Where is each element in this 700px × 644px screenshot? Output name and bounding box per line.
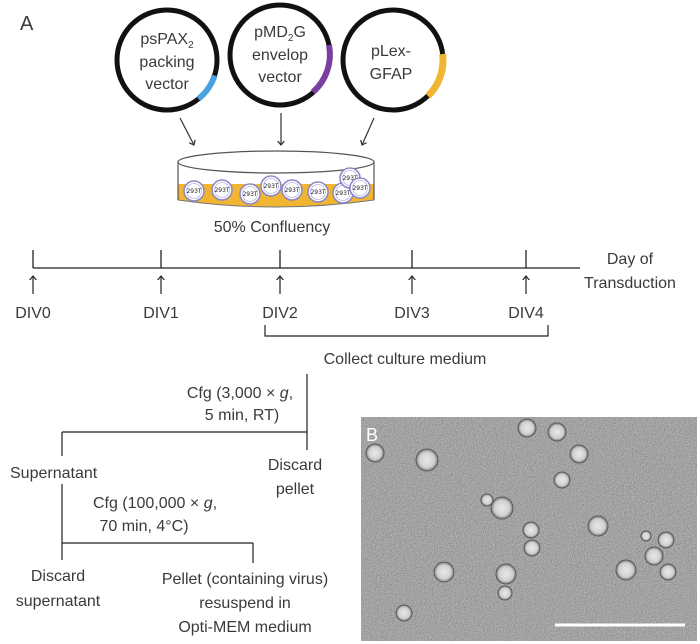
cell-label: 293T <box>214 187 229 194</box>
cell-label: 293T <box>335 190 350 197</box>
centrifuge-step-2-conditions: 70 min, 4°C) <box>99 518 188 535</box>
plasmid-desc-1: packing <box>139 54 194 71</box>
plasmid-desc-2: vector <box>258 69 302 86</box>
panel-b-label: B <box>366 425 378 445</box>
discard-pellet-label-2: pellet <box>276 481 315 498</box>
virus-particles <box>365 418 677 622</box>
virus-particle <box>615 559 637 581</box>
day-label: DIV0 <box>15 305 51 322</box>
virus-particle <box>365 443 385 463</box>
dish-caption: 50% Confluency <box>214 219 331 236</box>
panel-a-label: A <box>20 13 34 35</box>
virus-particle <box>523 539 541 557</box>
cell-label: 293T <box>242 191 257 198</box>
em-micrograph: B <box>361 417 697 641</box>
plasmid-plex-gfap: pLex- GFAP <box>340 7 447 113</box>
virus-particle <box>553 471 571 489</box>
day-label: DIV1 <box>143 305 179 322</box>
plasmid-name: psPAX2 <box>140 31 194 51</box>
centrifuge-step-2: Cfg (100,000 × g, <box>93 495 217 512</box>
cell-293t: 293T <box>211 179 233 201</box>
pellet-label-3: Opti-MEM medium <box>178 619 311 636</box>
virus-particle <box>395 604 413 622</box>
virus-particle <box>517 418 537 438</box>
cell-label: 293T <box>186 188 201 195</box>
plasmid-name: pMD2G <box>254 24 306 44</box>
virus-particle <box>569 444 589 464</box>
discard-supernatant-label-1: Discard <box>31 568 85 585</box>
plasmid-desc-1: GFAP <box>370 66 413 83</box>
cell-label: 293T <box>263 183 278 190</box>
plasmid-pmd2g: pMD2G envelop vector <box>227 2 333 108</box>
cell-293t: 293T <box>281 179 303 201</box>
virus-particle <box>587 515 609 537</box>
cell-293t: 293T <box>260 175 282 197</box>
cell-label: 293T <box>352 185 367 192</box>
plasmid-insert-segment <box>310 44 333 95</box>
virus-particle <box>495 563 517 585</box>
centrifuge-step-1: Cfg (3,000 × g, <box>187 385 293 402</box>
day-label: DIV2 <box>262 305 298 322</box>
centrifuge-step-1-conditions: 5 min, RT) <box>205 407 279 424</box>
arrow-plasmid3-to-dish <box>362 117 375 145</box>
cell-293t: 293T <box>307 181 329 203</box>
cell-293t: 293T <box>183 180 205 202</box>
timeline-ticks: DIV0 DIV1 DIV2 DIV3 DIV4 <box>15 250 544 322</box>
plasmid-desc-1: envelop <box>252 47 308 64</box>
virus-particle <box>433 561 455 583</box>
axis-label-line1: Day of <box>607 251 654 268</box>
axis-label-line2: Transduction <box>584 275 676 292</box>
virus-particle <box>522 521 540 539</box>
plasmid-desc-2: vector <box>145 76 189 93</box>
virus-particle <box>644 546 664 566</box>
virus-particle <box>659 563 677 581</box>
arrow-plasmid1-to-dish <box>179 117 194 145</box>
cell-label: 293T <box>310 189 325 196</box>
cell-293t: 293T <box>332 182 354 204</box>
plasmid-ring <box>114 7 220 113</box>
plasmid-name: pLex- <box>371 43 411 60</box>
plasmid-insert-segment <box>425 53 447 99</box>
discard-supernatant-label-2: supernatant <box>16 593 101 610</box>
supernatant-label: Supernatant <box>10 465 98 482</box>
pellet-label-2: resuspend in <box>199 595 291 612</box>
virus-particle <box>497 585 513 601</box>
cell-293t: 293T <box>349 177 371 199</box>
day-label: DIV4 <box>508 305 544 322</box>
collection-bracket <box>264 325 549 337</box>
virus-particle <box>640 530 652 542</box>
discard-pellet-label-1: Discard <box>268 457 322 474</box>
virus-particle <box>547 422 567 442</box>
cell-label: 293T <box>342 175 357 182</box>
virus-particle <box>490 496 514 520</box>
pellet-label-1: Pellet (containing virus) <box>162 571 328 588</box>
virus-particle <box>415 448 439 472</box>
virus-particle <box>657 531 675 549</box>
virus-particle <box>480 493 494 507</box>
cell-293t: 293T <box>239 183 261 205</box>
plasmid-insert-segment <box>196 74 218 102</box>
collect-label: Collect culture medium <box>324 351 487 368</box>
cell-label: 293T <box>284 187 299 194</box>
plasmid-pspax2: psPAX2 packing vector <box>114 7 220 113</box>
day-label: DIV3 <box>394 305 430 322</box>
